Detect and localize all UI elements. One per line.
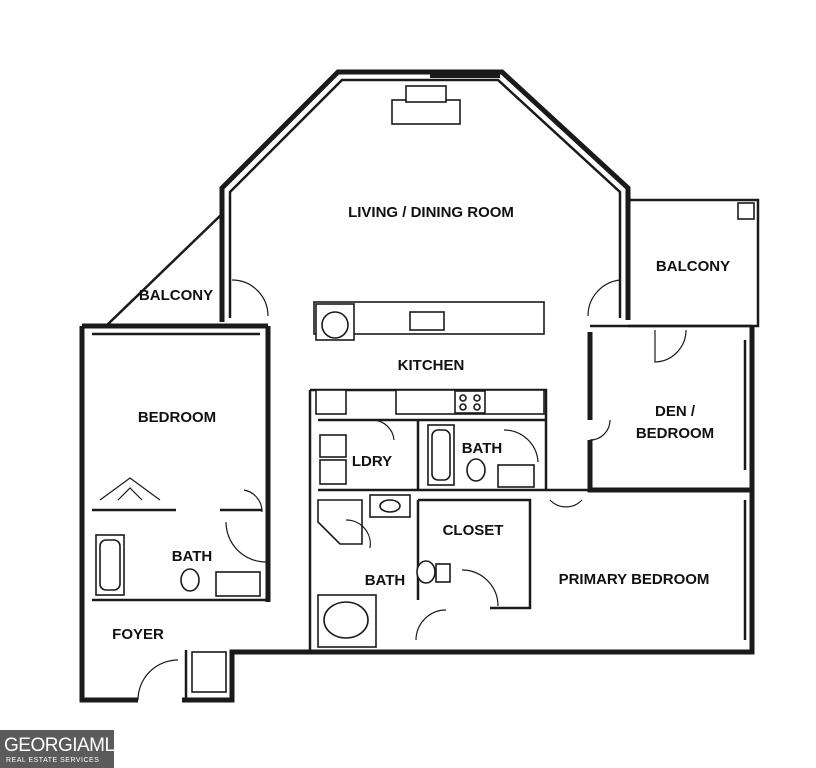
toilet-primary (416, 560, 436, 584)
label-foyer: FOYER (112, 626, 164, 643)
label-living-dining: LIVING / DINING ROOM (348, 204, 514, 221)
watermark-brand: GEORGIAMLS (4, 735, 127, 756)
label-closet: CLOSET (443, 522, 504, 539)
doors (137, 279, 687, 701)
window-bay (430, 70, 500, 78)
room-labels: LIVING / DINING ROOM BALCONY BALCONY KIT… (112, 204, 730, 643)
label-bedroom: BEDROOM (138, 409, 216, 426)
label-kitchen: KITCHEN (398, 357, 465, 374)
kitchen-sink (409, 311, 445, 331)
exterior-walls (79, 69, 760, 703)
label-den-line2: BEDROOM (636, 425, 714, 442)
watermark-tagline: REAL ESTATE SERVICES (6, 757, 100, 764)
label-balcony-right: BALCONY (656, 258, 730, 275)
fireplace (391, 99, 461, 125)
stove (454, 390, 486, 414)
label-balcony-left: BALCONY (139, 287, 213, 304)
washer (319, 434, 347, 458)
foyer-closet (191, 651, 227, 693)
label-bath-upper: BATH (462, 440, 503, 457)
toilet-upper (466, 458, 486, 482)
label-den-line1: DEN / (655, 403, 696, 420)
toilet-left (180, 568, 200, 592)
label-primary-bedroom: PRIMARY BEDROOM (559, 571, 710, 588)
dryer (319, 459, 347, 485)
georgiamls-watermark: GEORGIAMLS REAL ESTATE SERVICES (0, 730, 127, 768)
label-laundry: LDRY (352, 453, 392, 470)
soaking-tub (323, 601, 369, 639)
shower (317, 499, 363, 545)
fixtures (95, 85, 545, 693)
balcony-post (737, 202, 755, 220)
label-bath-primary: BATH (365, 572, 406, 589)
label-bath-left: BATH (172, 548, 213, 565)
